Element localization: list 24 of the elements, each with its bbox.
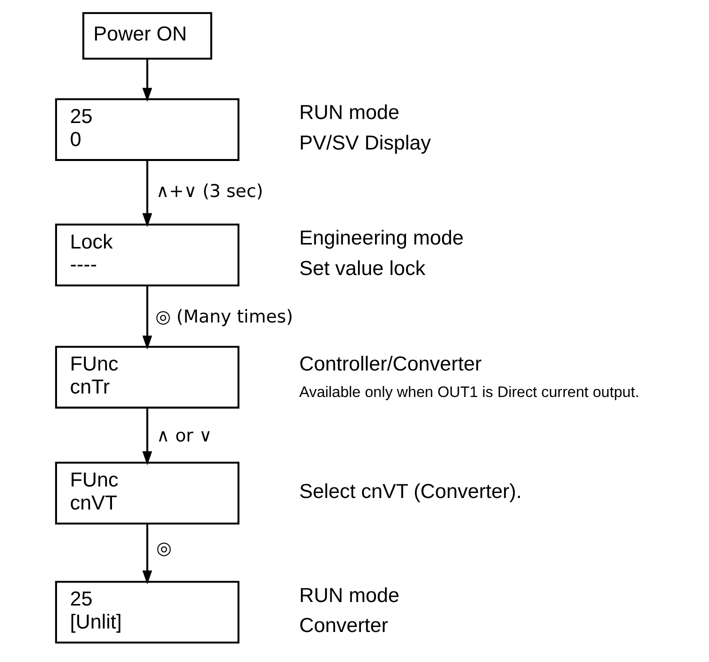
node-box: 25 [Unlit]	[54, 580, 239, 644]
node-label: RUN mode	[298, 584, 399, 607]
node-label: PV/SV Display	[298, 132, 430, 155]
arrow	[142, 286, 152, 350]
edge-label: ∧ or ∨	[156, 426, 212, 446]
node-box: FUnc cnTr	[54, 346, 239, 409]
arrow	[142, 408, 152, 466]
node-label: Converter	[298, 615, 388, 638]
node-label: Controller/Converter	[298, 354, 482, 376]
edge-label: ◎ (Many times)	[154, 307, 293, 328]
node-box: FUnc cnVT	[54, 462, 239, 524]
node-label: Available only when OUT1 is Direct current output.	[298, 384, 639, 401]
arrow	[142, 58, 152, 102]
edge-label: ∧+∨ (3 sec)	[156, 182, 263, 202]
node-label: Engineering mode	[298, 228, 464, 250]
edge-label: ◎	[156, 539, 172, 560]
node-box: Power ON	[82, 12, 212, 60]
node-label: RUN mode	[298, 102, 399, 124]
node-box: 25 0	[54, 98, 239, 161]
node-label: Select cnVT (Converter).	[298, 480, 522, 503]
arrow	[142, 524, 152, 584]
node-label: Set value lock	[298, 258, 425, 280]
arrow	[142, 160, 152, 228]
node-box: Lock ----	[54, 224, 239, 286]
